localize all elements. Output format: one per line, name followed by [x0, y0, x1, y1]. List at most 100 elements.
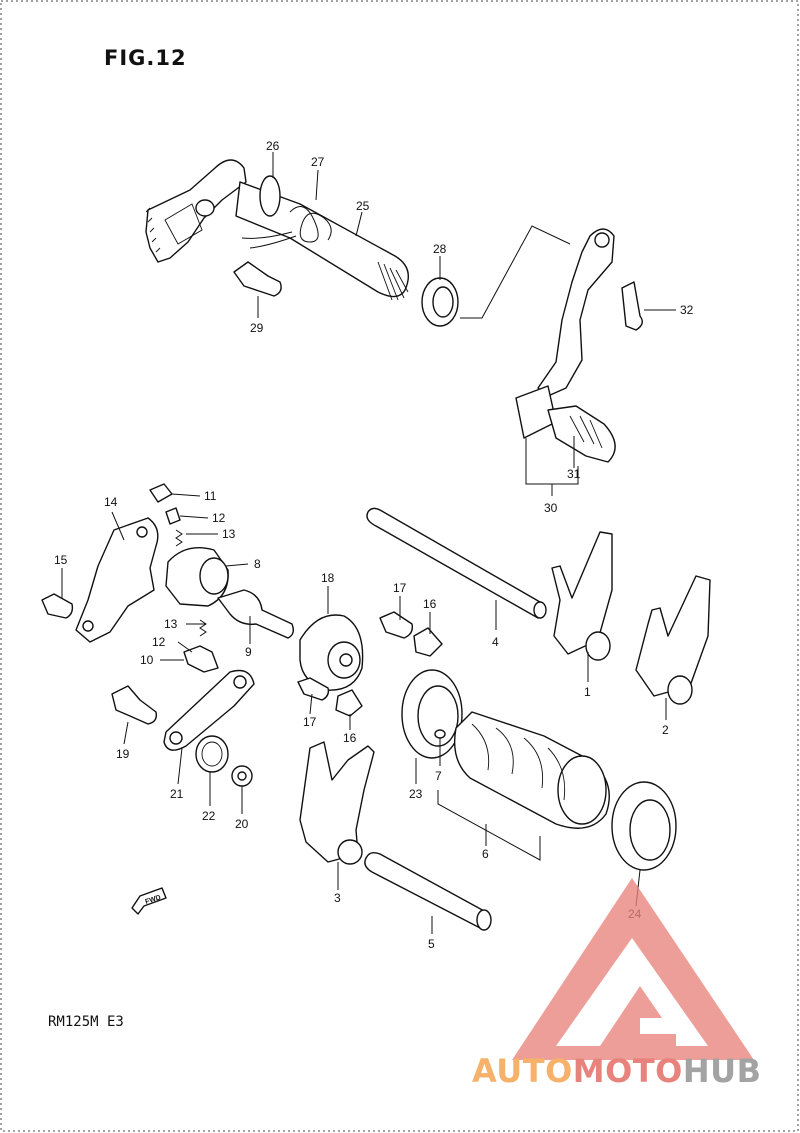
arm-teeth — [145, 207, 161, 253]
return-spring — [241, 206, 332, 249]
leader-12b — [177, 641, 193, 653]
watermark-text-auto: AUTO — [472, 1052, 573, 1090]
callout-20: 20 — [235, 817, 249, 831]
cam-plate-hub — [339, 653, 353, 667]
watermark-text-moto: MOTO — [572, 1052, 683, 1090]
callout-32: 32 — [680, 303, 694, 317]
shaft-bolt — [233, 261, 282, 297]
callout-27: 27 — [311, 155, 325, 169]
fwd-arrow-icon — [131, 887, 167, 915]
callout-5: 5 — [428, 937, 435, 951]
callout-12a: 12 — [212, 511, 226, 525]
callout-23: 23 — [409, 787, 423, 801]
callout-2: 2 — [662, 723, 669, 737]
lever-hole-a — [169, 731, 183, 745]
leader-25 — [355, 211, 363, 237]
callout-1: 1 — [584, 685, 591, 699]
callout-3: 3 — [334, 891, 341, 905]
fork-shaft-lower — [364, 851, 491, 931]
needle-bearing-inner — [629, 799, 671, 861]
callout-29: 29 — [250, 321, 264, 335]
arm-window — [164, 203, 203, 245]
callout-15: 15 — [54, 553, 68, 567]
fork-1-bore — [585, 631, 611, 661]
callout-26: 26 — [266, 139, 280, 153]
callout-13a: 13 — [222, 527, 236, 541]
fork-2-bore — [667, 675, 693, 705]
shift-fork-1 — [551, 531, 613, 655]
pawl-top — [149, 483, 173, 503]
drum-and-forks-group — [299, 507, 711, 931]
callout-31: 31 — [567, 467, 581, 481]
washer-hole — [237, 771, 247, 781]
shaft-spline — [377, 261, 409, 301]
gearshift-cam-group — [41, 483, 443, 787]
callout-6: 6 — [482, 847, 489, 861]
callout-21: 21 — [170, 787, 184, 801]
leader-11 — [171, 493, 201, 497]
leader-14 — [111, 511, 125, 541]
callout-7: 7 — [435, 769, 442, 783]
shaft-collar — [259, 175, 281, 217]
gearshift-shaft-group — [145, 159, 643, 485]
callout-8: 8 — [254, 557, 261, 571]
callout-17a: 17 — [393, 581, 407, 595]
callout-11: 11 — [204, 489, 217, 503]
callout-30: 30 — [544, 501, 558, 515]
fwd-text: FWD — [144, 894, 161, 906]
callout-10: 10 — [140, 653, 154, 667]
guide-lower — [335, 689, 363, 717]
shift-pedal-arm — [537, 228, 615, 397]
callout-25: 25 — [356, 199, 370, 213]
leader-21 — [177, 747, 183, 785]
shaft-body — [235, 181, 409, 298]
callout-14: 14 — [104, 495, 118, 509]
callout-12b: 12 — [152, 635, 166, 649]
fork-shaft-lower-end — [476, 909, 492, 931]
leader-27 — [315, 169, 319, 201]
pedal-bolt — [621, 281, 643, 331]
leader-19 — [123, 721, 129, 745]
callout-labels: 26 27 25 28 29 32 31 30 14 11 12 13 8 15… — [54, 139, 694, 951]
stopper-bolt — [41, 593, 74, 619]
drum-bearing-inner — [417, 685, 459, 747]
oil-seal-inner — [432, 286, 454, 318]
shift-fork-2 — [635, 575, 711, 697]
fork-shaft-upper — [366, 507, 544, 619]
lower-pawl — [183, 645, 219, 673]
callout-17b: 17 — [303, 715, 317, 729]
drum-pin — [434, 729, 446, 739]
drum-bracket — [437, 790, 541, 861]
plate-hole-a — [136, 526, 148, 538]
pawl-pin — [165, 507, 181, 525]
leader-17b — [309, 693, 313, 715]
callout-28: 28 — [433, 242, 447, 256]
fork-shaft-upper-end — [533, 601, 547, 619]
cam-bolt — [217, 589, 295, 639]
watermark-text: AUTOMOTOHUB — [472, 1052, 762, 1090]
model-code: RM125M E3 — [48, 1014, 124, 1030]
cam-plate-bolt-upper — [379, 611, 414, 639]
callout-13b: 13 — [164, 617, 178, 631]
callout-19: 19 — [116, 747, 130, 761]
watermark-text-hub: HUB — [682, 1052, 762, 1090]
pedal-rubber — [547, 405, 616, 463]
fwd-marker: FWD — [131, 887, 167, 915]
arm-pin — [195, 199, 215, 217]
figure-title: FIG.12 — [104, 46, 187, 70]
lever-spring-inner — [201, 741, 223, 767]
drum-grooves — [471, 723, 566, 801]
callout-4: 4 — [492, 635, 499, 649]
callout-9: 9 — [245, 645, 252, 659]
lower-pawl-spring — [199, 619, 207, 637]
drum-end-face — [557, 755, 607, 825]
shaft-to-pedal-line — [460, 225, 571, 319]
pawl-spring — [175, 529, 183, 547]
plate-hole-b — [82, 620, 94, 632]
cam-gear-face — [199, 557, 229, 595]
leader-12a — [179, 515, 209, 519]
callout-22: 22 — [202, 809, 216, 823]
